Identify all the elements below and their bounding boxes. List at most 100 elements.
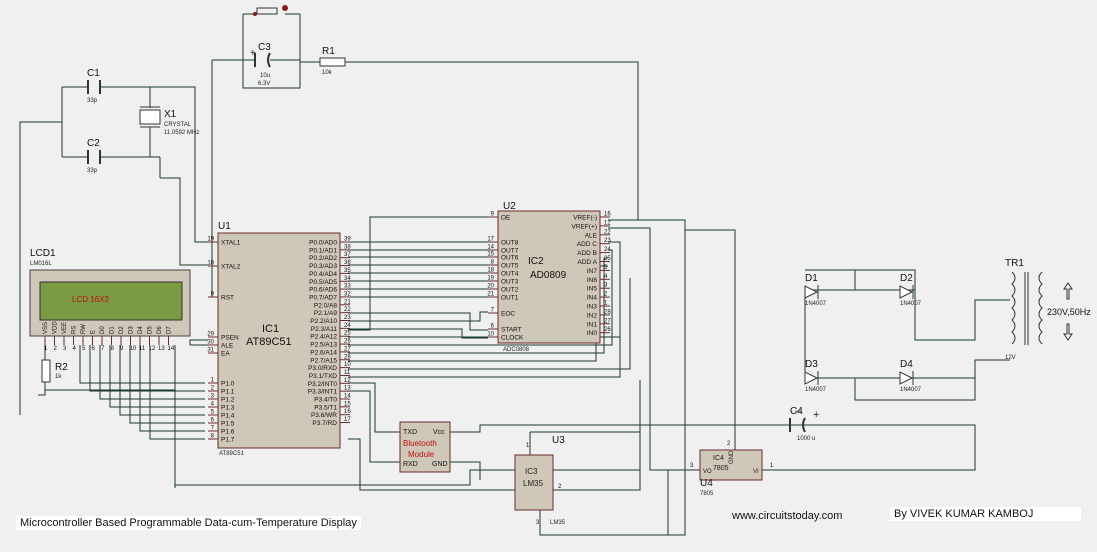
u2L-pin-label: OE xyxy=(501,215,511,222)
u4-name: IC4 xyxy=(713,455,724,462)
u1R-pin-label: P0.2/AD2 xyxy=(309,255,337,262)
d3-part: 1N4007 xyxy=(805,387,827,393)
u2L-pin-number: 7 xyxy=(491,308,495,314)
d4-part: 1N4007 xyxy=(900,387,922,393)
wires xyxy=(19,13,1010,536)
lcd-pin-number: 13 xyxy=(158,346,165,352)
u2R-pin-number: 23 xyxy=(604,238,611,244)
c3-value: 10u xyxy=(260,73,270,79)
u2L-pin-label: OUT6 xyxy=(501,255,519,262)
u2L-pin-number: 14 xyxy=(487,245,494,251)
lcd-pin-number: 9 xyxy=(120,346,124,352)
u1L-pin-number: 7 xyxy=(211,426,215,432)
lcd-pin-label: D0 xyxy=(100,326,106,334)
u1R-pin-label: P3.5/T1 xyxy=(314,404,337,411)
lcd-pin-label: D3 xyxy=(129,326,135,334)
u2L-pin-number: 20 xyxy=(487,284,494,290)
svg-text:+: + xyxy=(250,48,256,59)
u1-footer: AT89C51 xyxy=(219,451,245,457)
u2R-pin-label: ALE xyxy=(585,232,598,239)
svg-text:+: + xyxy=(813,409,819,421)
u1R-pin-number: 11 xyxy=(344,370,351,376)
c3-ref: C3 xyxy=(258,42,271,53)
u3-name: IC3 xyxy=(525,467,538,476)
footer-title: Microcontroller Based Programmable Data-… xyxy=(16,516,361,530)
bt-gnd: GND xyxy=(432,461,448,468)
u1R-pin-number: 34 xyxy=(344,276,351,282)
u2R-pin-number: 28 xyxy=(604,309,611,315)
lcd-pin-number: 2 xyxy=(54,346,58,352)
lcd-pin-label: D5 xyxy=(148,326,154,334)
u1L-pin-number: 29 xyxy=(207,332,214,338)
capacitor-c1 xyxy=(87,80,101,94)
footer-author: By VIVEK KUMAR KAMBOJ xyxy=(890,507,1081,521)
x1-freq: 11.0592 MHz xyxy=(164,130,199,136)
lcd-pin-label: RW xyxy=(81,324,87,334)
r2-value: 1k xyxy=(55,374,62,380)
u1R-pin-number: 17 xyxy=(344,417,351,423)
u2R-pin-label: VREF(+) xyxy=(572,223,597,230)
capacitor-c4: –+ xyxy=(789,405,819,433)
u4-pin-vi: 1 xyxy=(770,463,774,469)
u2R-pin-number: 24 xyxy=(604,247,611,253)
u2L-pin-label: START xyxy=(501,327,522,334)
u1R-pin-label: P3.7/RD xyxy=(312,420,337,427)
u2L-pin-label: OUT2 xyxy=(501,287,519,294)
u2L-pin-label: CLOCK xyxy=(501,335,524,342)
c3-voltage: 6.3V xyxy=(258,81,270,87)
u2R-pin-label: VREF(-) xyxy=(573,215,597,222)
u1R-pin-number: 16 xyxy=(344,409,351,415)
u1L-pin-number: 8 xyxy=(211,434,215,440)
u3-ref: U3 xyxy=(552,435,565,446)
u1R-pin-label: P2.3/A11 xyxy=(311,326,338,333)
u4-footer: 7805 xyxy=(700,491,714,497)
u1R-pin-number: 24 xyxy=(344,323,351,329)
lcd-pin-number: 3 xyxy=(63,346,67,352)
u2L-pin-number: 21 xyxy=(487,292,494,298)
lcd-pin-number: 4 xyxy=(73,346,77,352)
tr1-primary: 230V,50Hz xyxy=(1047,307,1091,317)
u2L-pin-label: EOC xyxy=(501,311,515,318)
reset-switch xyxy=(253,5,288,16)
u2R-pin-label: IN2 xyxy=(587,312,598,319)
u1R-pin-label: P3.2/INT0 xyxy=(308,381,338,388)
u2-name: IC2 xyxy=(528,256,544,267)
u2L-pin-label: OUT5 xyxy=(501,263,519,270)
lcd-pin-label: E xyxy=(91,330,97,334)
u2L-pin-number: 8 xyxy=(491,260,495,266)
u2-part: AD0809 xyxy=(530,270,567,281)
tr1-ref: TR1 xyxy=(1005,258,1024,269)
u1R-pin-number: 22 xyxy=(344,307,351,313)
diode-d3 xyxy=(804,371,819,385)
u2R-pin-label: ADD A xyxy=(577,259,597,266)
u1R-pin-label: P3.3/INT1 xyxy=(308,389,338,396)
u2L-pin-number: 9 xyxy=(491,212,495,218)
u2-footer: ADC0808 xyxy=(503,347,530,353)
lcd-pin-label: VEE xyxy=(62,322,68,334)
d1-ref: D1 xyxy=(805,273,818,284)
u1R-pin-number: 28 xyxy=(344,354,351,360)
u1L-pin-label: PSEN xyxy=(221,335,239,342)
u2R-pin-number: 1 xyxy=(604,301,608,307)
lcd-pin-number: 5 xyxy=(82,346,86,352)
u2L-pin-number: 17 xyxy=(487,237,494,243)
d2-ref: D2 xyxy=(900,273,913,284)
u1R-pin-label: P0.3/AD3 xyxy=(309,263,337,270)
u2R-pin-number: 26 xyxy=(604,327,611,333)
u2R-pin-number: 12 xyxy=(604,220,611,226)
u1R-pin-label: P0.1/AD1 xyxy=(309,247,337,254)
u1-name: IC1 xyxy=(262,323,279,335)
u4-vi: VI xyxy=(753,469,759,475)
u2L-pin-number: 10 xyxy=(487,332,494,338)
lcd-ref: LCD1 xyxy=(30,248,56,259)
u1L-pin-label: XTAL1 xyxy=(221,240,241,247)
u1L-pin-label: P1.0 xyxy=(221,381,235,388)
u4-ref-label: U4 xyxy=(700,478,713,489)
u1L-pin-label: P1.2 xyxy=(221,397,235,404)
d4-ref: D4 xyxy=(900,359,913,370)
u1R-pin-label: P3.6/WR xyxy=(311,412,337,419)
u3-pin-gnd: 3 xyxy=(536,520,540,526)
